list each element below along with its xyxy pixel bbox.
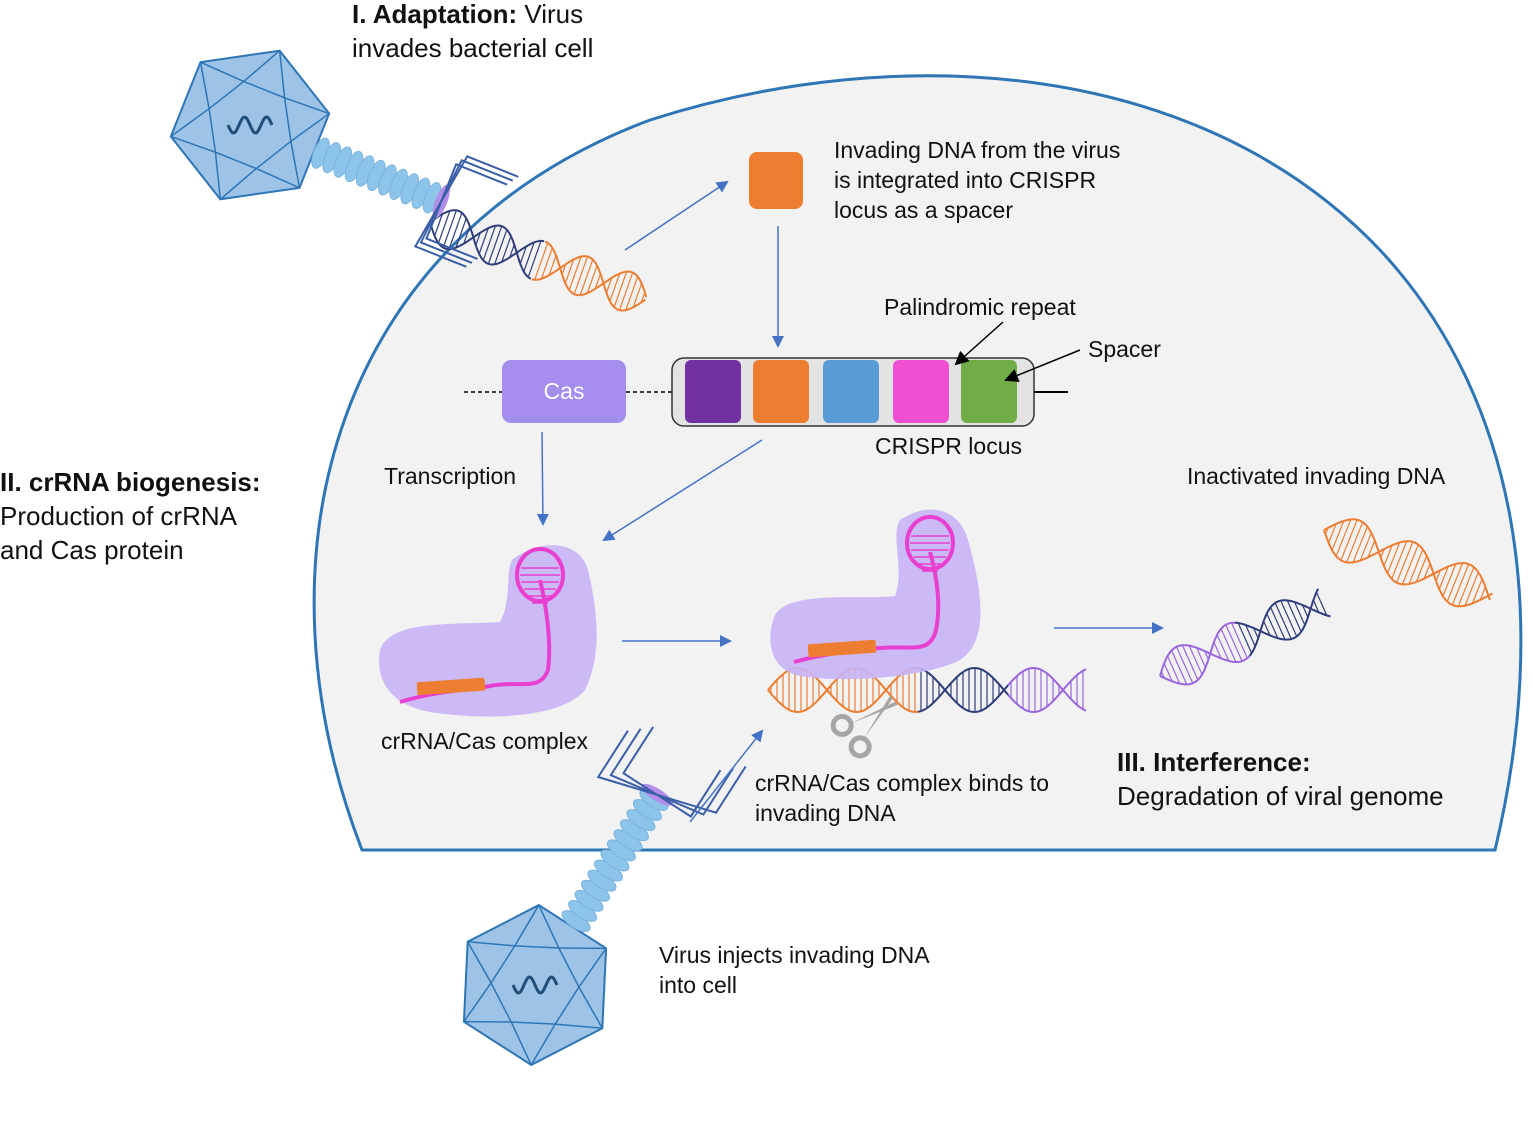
palindromic-repeat-label: Palindromic repeat	[884, 292, 1076, 322]
inactivated-label: Inactivated invading DNA	[1187, 461, 1445, 491]
spacer-label: Spacer	[1088, 334, 1161, 364]
transcription-label: Transcription	[384, 461, 516, 491]
cas-label: Cas	[544, 378, 585, 405]
adaptation-label: I. Adaptation: Virus invades bacterial c…	[352, 0, 593, 65]
injects-label: Virus injects invading DNA into cell	[659, 940, 930, 1000]
spacer-note-line-3: locus as a spacer	[834, 195, 1120, 225]
interference-label: III. Interference: Degradation of viral …	[1117, 745, 1444, 813]
crispr-block	[685, 360, 741, 423]
crispr-block	[753, 360, 809, 423]
binds-line-2: invading DNA	[755, 798, 1049, 828]
binds-label: crRNA/Cas complex binds to invading DNA	[755, 768, 1049, 828]
crispr-block	[961, 360, 1017, 423]
biogenesis-heading: II. crRNA biogenesis:	[0, 465, 261, 499]
cas-gene-box: Cas	[502, 360, 626, 423]
injects-line-1: Virus injects invading DNA	[659, 940, 930, 970]
spacer-note: Invading DNA from the virus is integrate…	[834, 135, 1120, 225]
crispr-block	[823, 360, 879, 423]
biogenesis-line-2: and Cas protein	[0, 533, 261, 567]
new-spacer	[749, 152, 803, 209]
crispr-block	[893, 360, 949, 423]
arrow-cas-transcription	[542, 432, 543, 524]
spacer-note-line-2: is integrated into CRISPR	[834, 165, 1120, 195]
interference-line-1: Degradation of viral genome	[1117, 779, 1444, 813]
adaptation-text-2: invades bacterial cell	[352, 31, 593, 65]
binds-line-1: crRNA/Cas complex binds to	[755, 768, 1049, 798]
spacer-note-line-1: Invading DNA from the virus	[834, 135, 1120, 165]
biogenesis-line-1: Production of crRNA	[0, 499, 261, 533]
interference-heading: III. Interference:	[1117, 745, 1444, 779]
biogenesis-label: II. crRNA biogenesis: Production of crRN…	[0, 465, 261, 567]
adaptation-text-1: Virus	[517, 0, 583, 29]
injects-line-2: into cell	[659, 970, 930, 1000]
adaptation-heading: I. Adaptation:	[352, 0, 517, 29]
complex-label: crRNA/Cas complex	[381, 726, 588, 756]
crispr-locus-label: CRISPR locus	[875, 431, 1022, 461]
